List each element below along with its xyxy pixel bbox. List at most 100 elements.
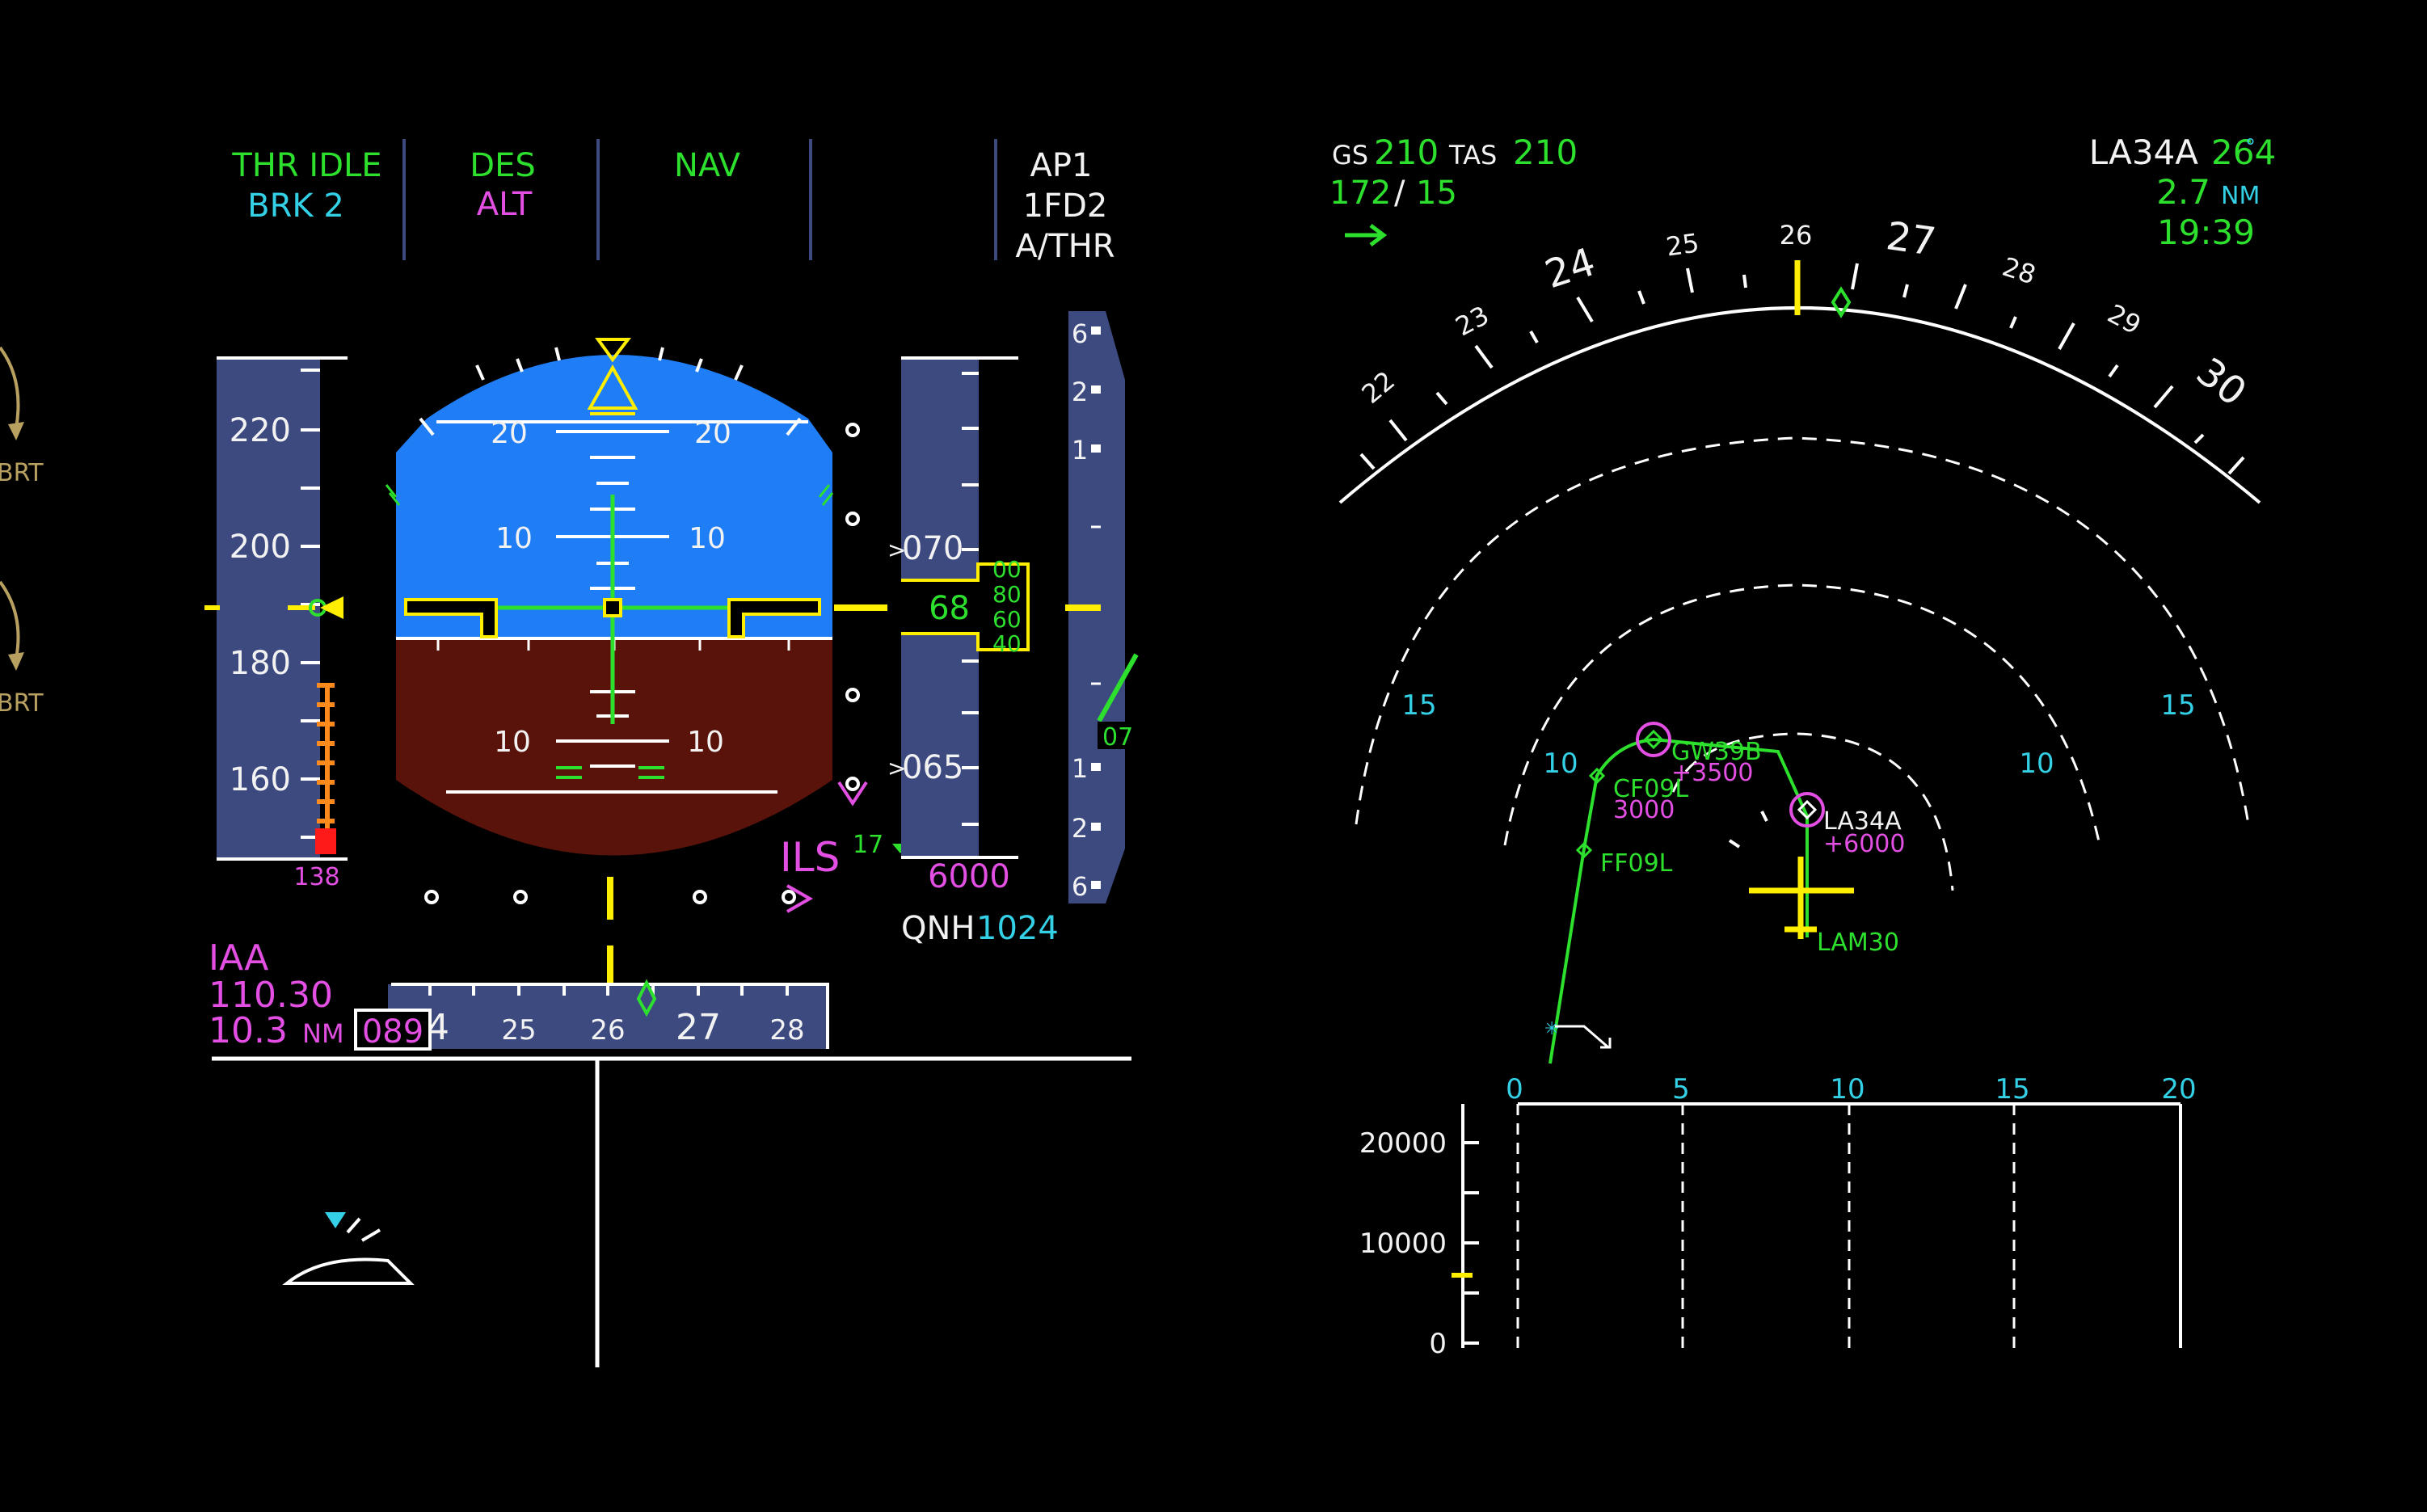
arrow-down-icon xyxy=(8,652,24,671)
fma-vertical-mode: DES xyxy=(470,147,535,184)
heading-selected-box xyxy=(354,1009,432,1051)
range-label: 10 xyxy=(1543,748,1578,780)
brightness-control-bottom[interactable]: BRT xyxy=(0,580,44,718)
waypoint-name: FF09L xyxy=(1600,849,1673,878)
vs-label: 1 xyxy=(1072,435,1088,465)
ils-ident: IAA xyxy=(209,937,268,979)
wind-speed: 15 xyxy=(1416,175,1457,212)
vd-x-label: 5 xyxy=(1672,1073,1690,1106)
compass-label: 25 xyxy=(1664,227,1701,262)
altitude-drum: 00 xyxy=(992,556,1022,583)
altitude-label: 065 xyxy=(902,749,963,786)
speed-label: 180 xyxy=(230,645,291,682)
fma-autobrake: BRK 2 xyxy=(247,187,344,225)
constraint-circle-icon xyxy=(1636,722,1671,757)
vd-y-label: 10000 xyxy=(1359,1228,1447,1260)
pitch-label: 10 xyxy=(494,726,531,759)
waypoint-cf09l[interactable]: CF09L 3000 xyxy=(1588,767,1688,824)
svg-text:>: > xyxy=(887,537,906,563)
vs-value: 07 xyxy=(1102,723,1133,752)
waypoint-distance-unit: NM xyxy=(2221,182,2260,210)
fma-flight-director: 1FD2 xyxy=(1023,187,1108,225)
bank-scale[interactable] xyxy=(419,338,802,436)
flight-mode-annunciator: THR IDLE BRK 2 DES ALT NAV AP1 1FD2 A/TH… xyxy=(231,139,1115,265)
vertical-display: 0 5 10 15 20 20000 10000 0 xyxy=(1359,1073,2197,1360)
waypoint-time: 19:39 xyxy=(2157,213,2255,252)
heading-selected: 089 xyxy=(362,1013,423,1051)
range-ring-outer xyxy=(1355,436,2250,825)
waypoint-diamond-icon xyxy=(1797,799,1818,820)
range-ring-inner xyxy=(1671,732,1954,891)
altitude-drum: 60 xyxy=(992,606,1022,633)
fma-thrust-mode: THR IDLE xyxy=(231,147,381,184)
speed-label: 200 xyxy=(230,529,291,566)
roll-index-icon xyxy=(587,364,638,410)
speed-index-icon xyxy=(320,596,343,619)
glideslope-diamond-icon xyxy=(837,781,868,807)
vs-label: 1 xyxy=(1072,753,1088,784)
flap-indicator xyxy=(282,1212,415,1285)
vertical-speed-indicator: 6 2 1 1 2 6 07 xyxy=(1065,311,1139,903)
qnh-label: QNH xyxy=(901,910,975,947)
heading-label: 27 xyxy=(676,1007,721,1048)
bank-pointer-icon xyxy=(595,338,632,363)
waypoint-distance: 2.7 xyxy=(2156,172,2210,212)
altitude-drum: 80 xyxy=(992,581,1022,608)
navigation-display: GS 210 TAS 210 172 / 15 LA34A 264 ° 2.7 … xyxy=(1329,133,2276,1064)
waypoint-name: LA34A xyxy=(1823,807,1902,836)
fma-vertical-armed: ALT xyxy=(477,186,533,223)
flap-pointer-icon xyxy=(325,1212,346,1228)
vd-y-label: 20000 xyxy=(1359,1127,1447,1160)
pitch-label: 10 xyxy=(495,522,533,555)
gs-label: GS xyxy=(1332,140,1368,171)
speed-bottom-value: 138 xyxy=(293,863,339,891)
speed-tape: 220 200 180 160 138 xyxy=(204,356,348,891)
vs-label: 2 xyxy=(1072,377,1088,407)
ils-frequency[interactable]: 110.30 xyxy=(209,975,333,1016)
range-ring-middle xyxy=(1503,583,2101,846)
waypoint-constraint: +3500 xyxy=(1671,759,1753,787)
svg-text:>: > xyxy=(887,755,906,781)
waypoint-name: CF09L xyxy=(1613,775,1688,803)
compass-label: 23 xyxy=(1451,300,1494,343)
brt-label: BRT xyxy=(0,689,44,718)
altitude-drum: 40 xyxy=(992,630,1022,657)
waypoint-gw39b[interactable]: GW39B +3500 xyxy=(1636,722,1762,787)
pitch-label: 10 xyxy=(687,726,724,759)
range-label: 15 xyxy=(1401,689,1436,722)
svg-text:°: ° xyxy=(2245,135,2256,159)
altitude-label: 070 xyxy=(902,530,963,567)
brightness-control-top[interactable]: BRT xyxy=(0,346,44,487)
selected-altitude: 6000 xyxy=(928,858,1010,895)
compass-label: 29 xyxy=(2103,298,2147,341)
waypoint-name: GW39B xyxy=(1671,738,1762,766)
wind-slash: / xyxy=(1394,175,1405,212)
vd-y-label: 0 xyxy=(1429,1328,1447,1360)
vs-label: 6 xyxy=(1072,871,1088,902)
pitch-label: 20 xyxy=(694,417,731,450)
pitch-label: 20 xyxy=(491,417,528,450)
wing-icon xyxy=(282,1257,415,1285)
fma-autothrust: A/THR xyxy=(1015,228,1114,265)
flight-plan-route xyxy=(1548,737,1809,1064)
ils-dme-unit: NM xyxy=(302,1018,344,1049)
heading-label: 25 xyxy=(501,1014,536,1047)
waypoint-lam30[interactable]: LAM30 xyxy=(1817,929,1899,957)
waypoint-ff09l[interactable]: FF09L xyxy=(1575,841,1673,878)
track-diamond-icon xyxy=(636,979,657,1017)
qnh-value[interactable]: 1024 xyxy=(976,910,1059,947)
brightness-arc-icon xyxy=(0,580,20,659)
speed-label: 160 xyxy=(230,761,291,798)
heading-tape: 4 25 26 27 28 089 xyxy=(354,979,829,1051)
speed-label: 220 xyxy=(230,412,291,449)
range-label: 15 xyxy=(2160,689,2195,722)
vd-x-label: 10 xyxy=(1830,1073,1864,1106)
pitch-label: 10 xyxy=(689,522,726,555)
position-marker-icon: ✳ xyxy=(1544,1019,1612,1049)
tas-value: 210 xyxy=(1513,133,1578,172)
waypoint-la34a[interactable]: LA34A +6000 xyxy=(1789,792,1905,858)
altitude-tape: > 070 > 065 68 00 80 60 40 6000 QNH 1024 xyxy=(839,356,1059,947)
vs-label: 2 xyxy=(1072,813,1088,844)
vd-x-label: 20 xyxy=(2161,1073,2196,1106)
